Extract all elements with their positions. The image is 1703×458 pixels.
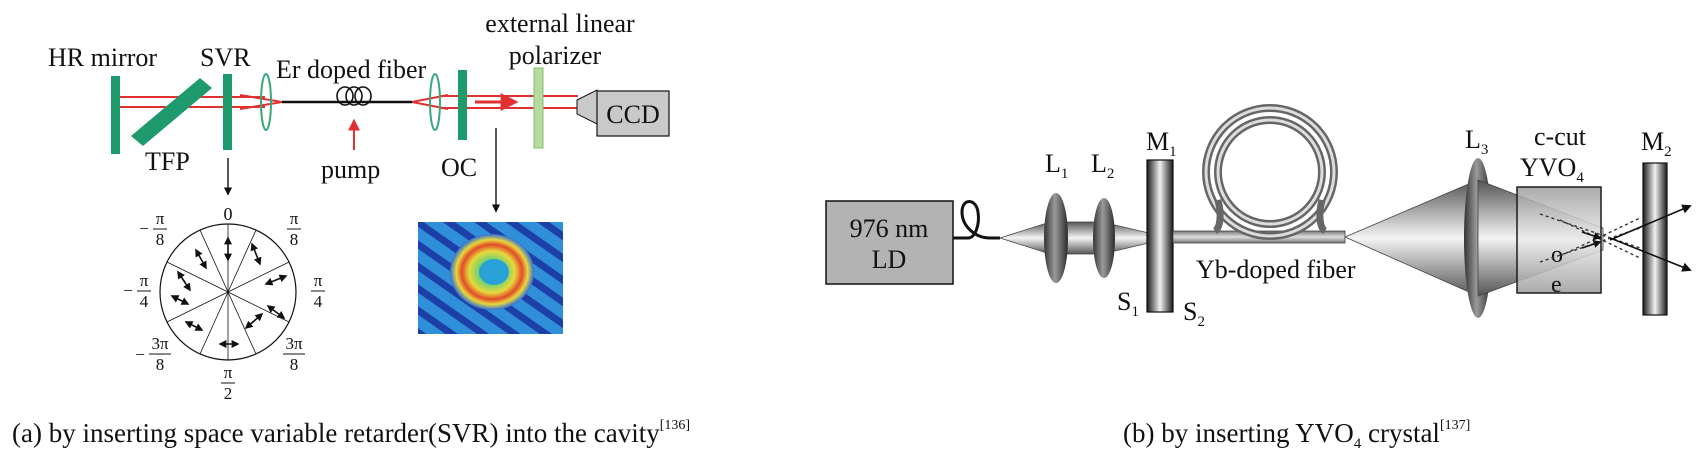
lens-l1-label: L1 (1045, 149, 1068, 182)
tfp-plate (131, 78, 212, 146)
beam-cone-3 (1343, 179, 1479, 297)
angle-pi4-num: π (314, 271, 323, 290)
fiber-coil-icon (336, 86, 372, 106)
lens-l1 (1044, 193, 1068, 283)
oc-mirror (458, 70, 467, 140)
lens-l2 (1093, 198, 1115, 278)
angle-3pi8-num: 3π (285, 334, 303, 353)
angle-pi2-num: π (224, 363, 233, 382)
angle-pi8-den: 8 (290, 230, 299, 249)
ld-pigtail-icon (953, 200, 1000, 240)
panel-a: CCD HR mirror SVR Er doped fiber externa… (12, 9, 690, 448)
angle-pi8-num: π (290, 209, 299, 228)
polarizer-label-2: polarizer (509, 41, 602, 70)
ray-o-label: o (1551, 242, 1563, 268)
angle-pi4-den: 4 (314, 292, 323, 311)
angle-mpi4-num: π (140, 271, 149, 290)
yvo4-crystal (1516, 186, 1602, 294)
hr-mirror-label: HR mirror (48, 43, 157, 72)
angle-mpi8-num: π (156, 209, 165, 228)
ld-label-1: 976 nm (850, 214, 929, 243)
angle-m3pi8-num: 3π (151, 334, 169, 353)
lens-l2-label: L2 (1091, 149, 1114, 182)
ccd-box (596, 90, 670, 137)
angle-mpi8-den: 8 (156, 230, 165, 249)
hr-mirror (111, 76, 120, 154)
ccd-label: CCD (606, 100, 659, 129)
ray-e-label: e (1551, 272, 1562, 298)
tfp-label: TFP (145, 147, 190, 176)
beam-cone-1 (998, 221, 1051, 255)
yvo4-label: YVO4 (1520, 153, 1584, 186)
mirror-m2-label: M2 (1641, 127, 1672, 160)
caption-a: (a) by inserting space variable retarder… (12, 418, 690, 448)
polarizer-plate (533, 67, 544, 149)
surface-s2-label: S2 (1183, 297, 1205, 330)
ld-label-2: LD (872, 245, 907, 274)
lens-l3-label: L3 (1465, 125, 1488, 158)
oc-label: OC (441, 153, 477, 182)
polarizer-label-1: external linear (485, 9, 635, 38)
svr-pattern: 0 π 8 − π 8 π 4 − π 4 3π 8 − 3π 8 π 2 (123, 204, 325, 403)
mirror-m1 (1146, 159, 1174, 313)
caption-b: (b) by inserting YVO4 crystal[137] (1123, 418, 1470, 452)
angle-mpi8-minus: − (139, 219, 149, 238)
ld-box (825, 200, 954, 285)
polarization-arrows-icon (170, 236, 288, 348)
surface-s1-label: S1 (1117, 287, 1139, 320)
svr-label: SVR (200, 43, 251, 72)
svr-plate (223, 74, 232, 150)
focus-arrows-icon (1581, 231, 1602, 249)
angle-mpi4-minus: − (123, 281, 133, 300)
ccut-label: c-cut (1534, 122, 1587, 151)
angle-3pi8-den: 8 (290, 355, 299, 374)
pump-label: pump (321, 155, 380, 184)
ccd-lens (576, 89, 598, 125)
panel-b: 976 nm LD L1 L2 M1 S1 S2 Yb-doped fiber (825, 104, 1692, 452)
yb-fiber-label: Yb-doped fiber (1196, 255, 1356, 284)
er-fiber-label: Er doped fiber (276, 55, 427, 84)
lens-left (260, 73, 272, 131)
angle-m3pi8-den: 8 (156, 355, 165, 374)
output-arrows-icon (1609, 204, 1692, 272)
angle-0: 0 (224, 204, 233, 224)
angle-mpi4-den: 4 (140, 292, 149, 311)
output-beam-image (418, 222, 563, 334)
angle-pi2-den: 2 (224, 384, 233, 403)
lens-right (429, 73, 441, 131)
mirror-m2 (1642, 162, 1668, 316)
yb-fiber-coil-icon (1202, 104, 1338, 240)
mirror-m1-label: M1 (1146, 127, 1177, 160)
angle-m3pi8-minus: − (135, 345, 145, 364)
